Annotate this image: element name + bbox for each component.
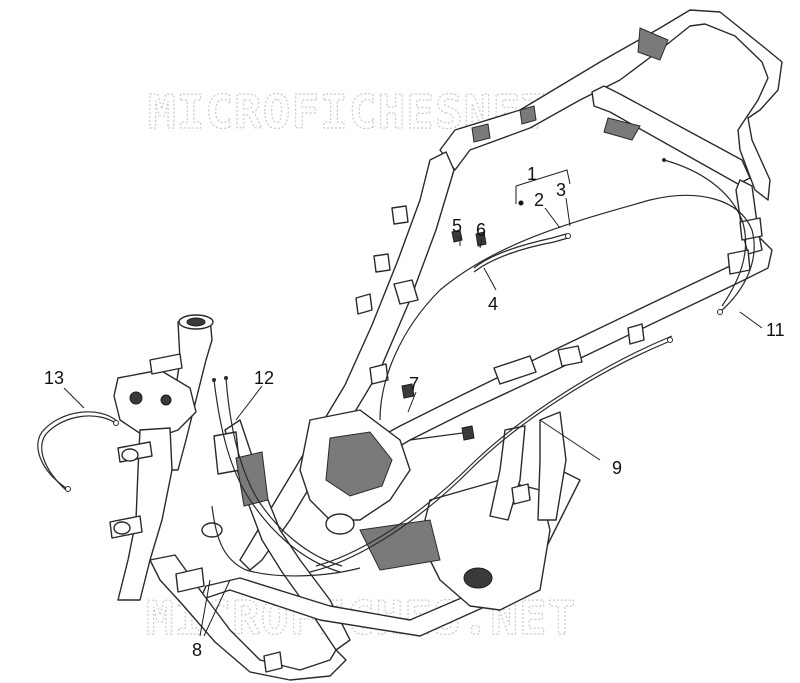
cable-12 bbox=[213, 379, 341, 573]
rear-lower-leg bbox=[537, 411, 567, 521]
callout-11: 11 bbox=[766, 320, 785, 340]
cable-9 bbox=[309, 341, 669, 573]
callout-9: 9 bbox=[612, 458, 622, 478]
callout-13: 13 bbox=[44, 368, 64, 388]
cable-8 bbox=[211, 505, 361, 577]
cable-11 bbox=[379, 194, 755, 421]
callout-3: 3 bbox=[556, 180, 566, 200]
cables bbox=[37, 158, 755, 577]
callout-6: 6 bbox=[476, 220, 486, 240]
rear-mount bbox=[603, 117, 641, 141]
callout-12: 12 bbox=[254, 368, 274, 388]
cable-assembly-1 bbox=[473, 233, 567, 269]
clamp-6 bbox=[475, 231, 487, 247]
rear-bracket bbox=[637, 27, 669, 61]
callout-labels: 1 2 3 4 5 6 7 8 9 11 12 13 bbox=[44, 164, 785, 660]
callout-1: 1 bbox=[527, 164, 537, 184]
left-main-rail bbox=[239, 151, 455, 571]
rear-leg-right bbox=[489, 425, 526, 521]
callout-8: 8 bbox=[192, 640, 202, 660]
callout-5: 5 bbox=[452, 216, 462, 236]
rear-upper-loop bbox=[439, 9, 783, 201]
callout-4: 4 bbox=[488, 294, 498, 314]
front-lower-loop bbox=[149, 554, 347, 681]
callout-2: 2 bbox=[534, 190, 544, 210]
cable-13 bbox=[37, 411, 119, 489]
rear-cross-tube bbox=[591, 85, 751, 185]
front-gusset bbox=[113, 369, 197, 441]
front-down-tube bbox=[117, 427, 173, 601]
leader-lines bbox=[63, 169, 763, 637]
scooter-frame bbox=[109, 9, 783, 681]
callout-7: 7 bbox=[409, 374, 419, 394]
